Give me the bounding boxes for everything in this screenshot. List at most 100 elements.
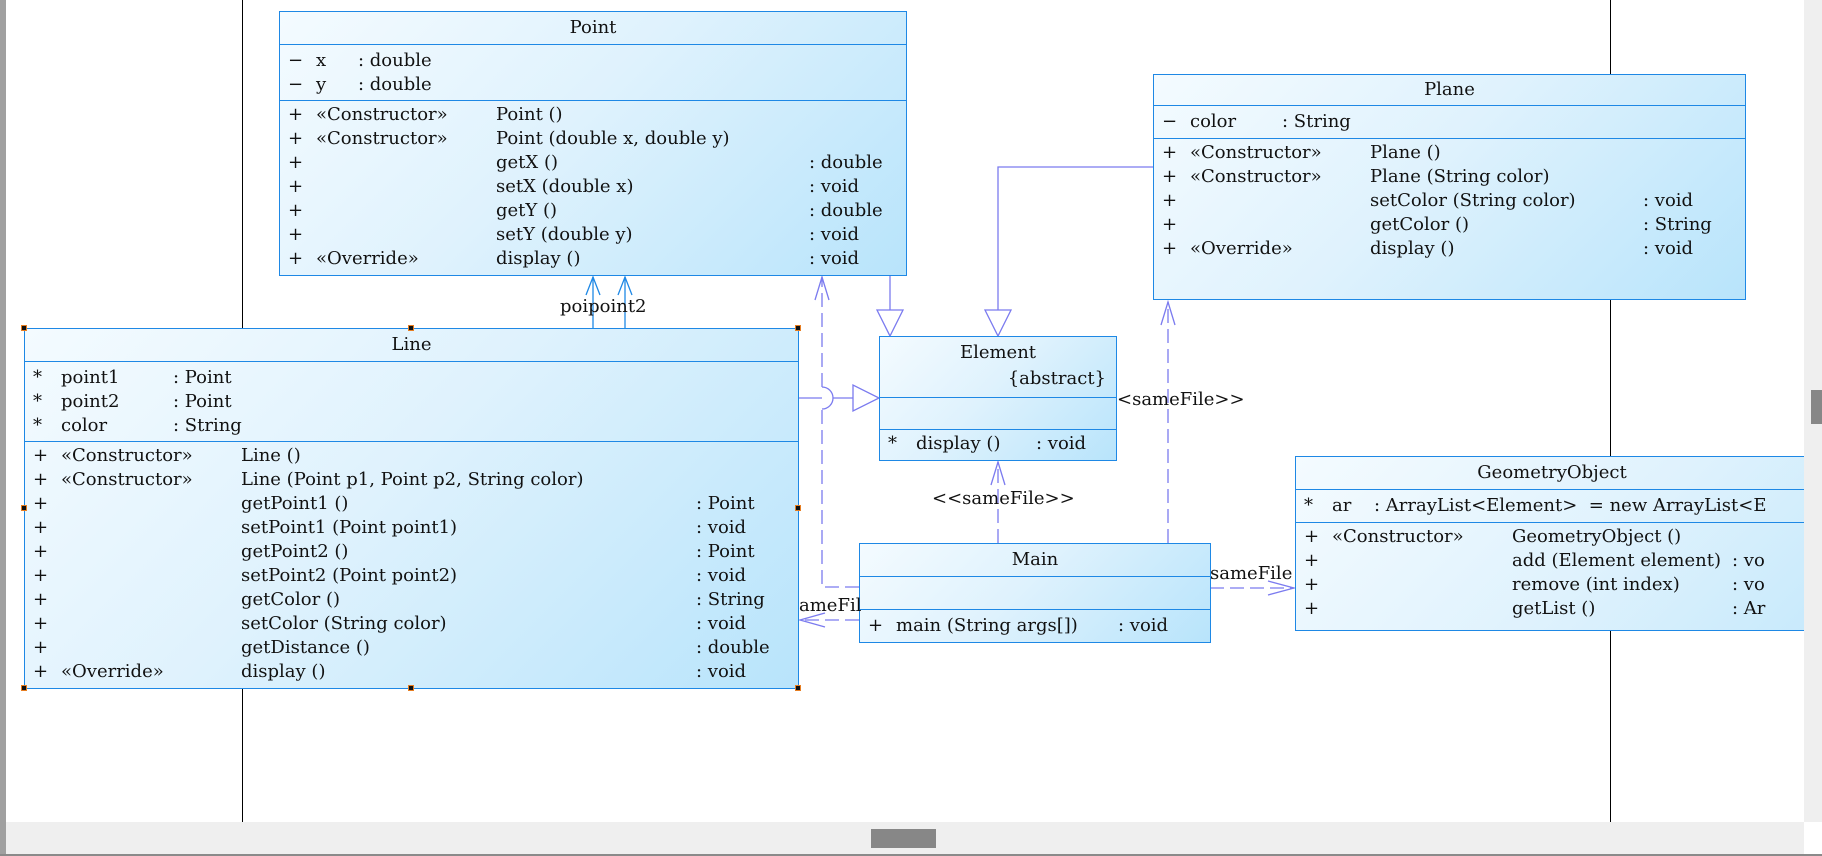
- method-row[interactable]: +getY (): double: [288, 199, 906, 223]
- visibility-marker: +: [288, 200, 304, 221]
- method-row[interactable]: +setColor (String color): void: [1162, 189, 1745, 213]
- method-row[interactable]: +«Constructor»Plane (): [1162, 141, 1745, 165]
- association-label: poipoint2: [560, 296, 647, 317]
- method-signature: display (): [1370, 238, 1455, 259]
- selection-handle-top-left[interactable]: [21, 325, 27, 331]
- selection-handle-left[interactable]: [21, 505, 27, 511]
- method-row[interactable]: +setY (double y): void: [288, 223, 906, 247]
- visibility-marker: +: [1162, 238, 1178, 259]
- attribute-row[interactable]: −y: double: [288, 73, 906, 97]
- attribute-type: : String: [1282, 111, 1351, 132]
- method-row[interactable]: +remove (int index): vo: [1304, 573, 1804, 597]
- method-row[interactable]: +getPoint2 (): Point: [33, 540, 798, 564]
- attribute-row[interactable]: *color: String: [33, 414, 798, 438]
- attribute-row[interactable]: −x: double: [288, 49, 906, 73]
- method-row[interactable]: +«Constructor»Line (Point p1, Point p2, …: [33, 468, 798, 492]
- dependency-main-element-arrowhead: [990, 459, 1006, 486]
- method-row[interactable]: +getPoint1 (): Point: [33, 492, 798, 516]
- selection-handle-top-right[interactable]: [795, 325, 801, 331]
- attribute-type: : Point: [173, 391, 232, 412]
- class-main[interactable]: Main +main (String args[]): void: [859, 543, 1211, 643]
- attribute-type: : ArrayList<Element> = new ArrayList<E: [1374, 495, 1767, 516]
- attribute-type: : String: [173, 415, 242, 436]
- return-type: : void: [1036, 433, 1087, 454]
- return-type: : void: [696, 613, 747, 634]
- selection-handle-bottom[interactable]: [408, 685, 414, 691]
- selection-handle-bottom-left[interactable]: [21, 685, 27, 691]
- visibility-marker: +: [288, 176, 304, 197]
- attribute-name: ar: [1332, 495, 1352, 516]
- return-type: : Point: [696, 493, 755, 514]
- class-point[interactable]: Point −x: double−y: double +«Constructor…: [279, 11, 907, 276]
- methods-section: +«Constructor»Plane ()+«Constructor»Plan…: [1154, 139, 1745, 261]
- method-row[interactable]: +getDistance (): double: [33, 636, 798, 660]
- method-signature: setColor (String color): [1370, 190, 1576, 211]
- method-row[interactable]: +«Constructor»Plane (String color): [1162, 165, 1745, 189]
- selection-handle-top[interactable]: [408, 325, 414, 331]
- method-signature: display (): [916, 433, 1001, 454]
- method-row[interactable]: +«Constructor»Line (): [33, 444, 798, 468]
- horizontal-scrollbar[interactable]: [6, 822, 1804, 854]
- visibility-marker: −: [1162, 111, 1178, 132]
- method-row[interactable]: +main (String args[]): void: [868, 614, 1210, 638]
- class-element[interactable]: Element {abstract} *display (): void: [879, 336, 1117, 461]
- method-row[interactable]: +getX (): double: [288, 151, 906, 175]
- visibility-marker: *: [33, 367, 42, 388]
- class-line[interactable]: Line *point1: Point*point2: Point*color:…: [24, 328, 799, 689]
- return-type: : vo: [1732, 550, 1765, 571]
- return-type: : String: [1643, 214, 1712, 235]
- method-row[interactable]: +«Override»display (): void: [288, 247, 906, 271]
- visibility-marker: −: [288, 50, 304, 71]
- return-type: : void: [696, 661, 747, 682]
- method-row[interactable]: +«Override»display (): void: [33, 660, 798, 684]
- page-boundary-line-right: [1610, 0, 1611, 822]
- window-bottom-border: [0, 854, 1822, 856]
- method-row[interactable]: +setColor (String color): void: [33, 612, 798, 636]
- stereotype: «Constructor»: [316, 128, 448, 149]
- generalization-point-element: [875, 275, 905, 338]
- dependency-main-point: [821, 277, 859, 588]
- selection-handle-right[interactable]: [795, 505, 801, 511]
- dependency-label-main-line: ameFil: [799, 595, 862, 616]
- visibility-marker: +: [288, 104, 304, 125]
- method-row[interactable]: +setX (double x): void: [288, 175, 906, 199]
- method-row[interactable]: +add (Element element): vo: [1304, 549, 1804, 573]
- method-row[interactable]: +«Override»display (): void: [1162, 237, 1745, 261]
- method-row[interactable]: +setPoint1 (Point point1): void: [33, 516, 798, 540]
- attribute-row[interactable]: *point2: Point: [33, 390, 798, 414]
- method-row[interactable]: +«Constructor»GeometryObject (): [1304, 525, 1804, 549]
- class-plane[interactable]: Plane −color: String +«Constructor»Plane…: [1153, 74, 1746, 300]
- attribute-row[interactable]: −color: String: [1162, 110, 1745, 134]
- attribute-name: y: [316, 74, 327, 95]
- method-row[interactable]: +«Constructor»Point (double x, double y): [288, 127, 906, 151]
- vertical-scrollbar-thumb[interactable]: [1811, 390, 1822, 424]
- method-signature: Point (): [496, 104, 563, 125]
- attributes-section: −color: String: [1154, 106, 1745, 139]
- method-row[interactable]: + getColor () : String: [1162, 213, 1745, 237]
- method-signature: setY (double y): [496, 224, 633, 245]
- horizontal-scrollbar-thumb[interactable]: [871, 829, 936, 848]
- return-type: : void: [1118, 615, 1169, 636]
- dependency-label-main-geometry: sameFile: [1210, 563, 1293, 584]
- visibility-marker: +: [33, 613, 49, 634]
- method-row[interactable]: +getColor (): String: [33, 588, 798, 612]
- method-row[interactable]: +setPoint2 (Point point2): void: [33, 564, 798, 588]
- stereotype: «Override»: [61, 661, 164, 682]
- visibility-marker: +: [1162, 214, 1178, 235]
- attribute-row[interactable]: *point1: Point: [33, 366, 798, 390]
- visibility-marker: +: [1304, 598, 1320, 619]
- method-signature: getColor (): [1370, 214, 1469, 235]
- class-geometry-object[interactable]: GeometryObject *ar: ArrayList<Element> =…: [1295, 456, 1804, 631]
- method-row[interactable]: +«Constructor»Point (): [288, 103, 906, 127]
- method-row[interactable]: +getList (): Ar: [1304, 597, 1804, 621]
- method-signature: GeometryObject (): [1512, 526, 1682, 547]
- visibility-marker: +: [288, 128, 304, 149]
- method-signature: setX (double x): [496, 176, 634, 197]
- vertical-scrollbar[interactable]: [1804, 0, 1822, 822]
- visibility-marker: +: [33, 493, 49, 514]
- attribute-row[interactable]: *ar: ArrayList<Element> = new ArrayList<…: [1304, 494, 1804, 518]
- class-title: GeometryObject: [1296, 457, 1804, 490]
- method-row[interactable]: *display (): void: [888, 432, 1116, 456]
- selection-handle-bottom-right[interactable]: [795, 685, 801, 691]
- method-signature: add (Element element): [1512, 550, 1721, 571]
